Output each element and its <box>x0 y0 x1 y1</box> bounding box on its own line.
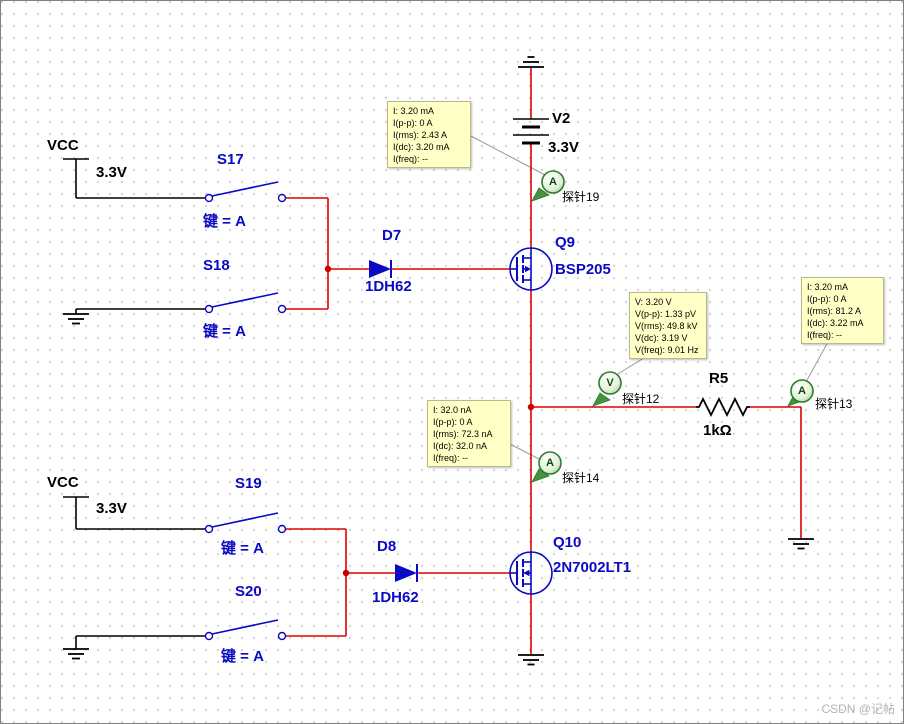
ground-symbol-top[interactable] <box>518 56 544 68</box>
probe13-letter: A <box>798 385 806 397</box>
s20-key-label: 键 = A <box>221 648 264 665</box>
measurement-line: V(dc): 3.19 V <box>635 333 688 343</box>
probe13-label: 探针13 <box>815 397 853 411</box>
q9-part-label: BSP205 <box>555 261 611 278</box>
switch-s18[interactable] <box>204 292 287 314</box>
vcc2-value: 3.3V <box>96 500 127 517</box>
watermark: CSDN @记帖 <box>821 702 895 716</box>
vcc2-label: VCC <box>47 474 79 491</box>
d8-part-label: 1DH62 <box>372 589 419 606</box>
q10-part-label: 2N7002LT1 <box>553 559 632 576</box>
s17-label: S17 <box>217 151 244 168</box>
probe14-label: 探针14 <box>562 471 600 485</box>
s17-key-label: 键 = A <box>203 213 246 230</box>
probe-12[interactable] <box>592 371 622 407</box>
measurement-line: I(p-p): 0 A <box>433 417 473 427</box>
measurement-line: I(p-p): 0 A <box>807 294 847 304</box>
junction-dots <box>324 265 535 577</box>
measurement-line: I: 3.20 mA <box>393 106 435 116</box>
diode-d8[interactable] <box>395 564 418 582</box>
measurement-line: V: 3.20 V <box>635 297 672 307</box>
switch-s20[interactable] <box>204 619 287 641</box>
vcc1-label: VCC <box>47 137 79 154</box>
measurement-line: I: 3.20 mA <box>807 282 849 292</box>
battery-v2[interactable] <box>513 118 549 145</box>
measurement-line: I(freq): -- <box>807 330 842 340</box>
resistor-r5[interactable] <box>696 396 750 418</box>
r5-label: R5 <box>709 370 729 387</box>
ground-symbol-left-lower[interactable] <box>63 648 89 660</box>
s18-label: S18 <box>203 257 230 274</box>
s19-key-label: 键 = A <box>221 540 264 557</box>
s20-label: S20 <box>235 583 262 600</box>
probe-13[interactable] <box>787 379 814 407</box>
d8-label: D8 <box>377 538 397 555</box>
mosfet-q10[interactable] <box>509 551 553 595</box>
probe14-letter: A <box>546 457 554 469</box>
d7-label: D7 <box>382 227 402 244</box>
q9-label: Q9 <box>555 234 576 251</box>
v2-label: V2 <box>552 110 571 127</box>
probe19-label: 探针19 <box>562 190 600 204</box>
vcc1-value: 3.3V <box>96 164 127 181</box>
measurement-line: I(rms): 81.2 A <box>807 306 862 316</box>
red-wires[interactable] <box>285 67 802 655</box>
diode-d7[interactable] <box>369 260 392 278</box>
v2-value: 3.3V <box>548 139 579 156</box>
measurement-line: I(p-p): 0 A <box>393 118 433 128</box>
switch-s19[interactable] <box>204 512 287 534</box>
tooltip-probe13: I: 3.20 mA I(p-p): 0 A I(rms): 81.2 A I(… <box>801 277 884 344</box>
measurement-line: I(dc): 3.20 mA <box>393 142 450 152</box>
s18-key-label: 键 = A <box>203 323 246 340</box>
probe-14[interactable] <box>531 451 562 483</box>
s19-label: S19 <box>235 475 262 492</box>
mosfet-q9[interactable] <box>509 247 553 291</box>
black-wires[interactable] <box>63 158 205 649</box>
d7-part-label: 1DH62 <box>365 278 412 295</box>
ground-symbol-left-upper[interactable] <box>63 313 89 325</box>
tooltip-probe12: V: 3.20 V V(p-p): 1.33 pV V(rms): 49.8 k… <box>629 292 707 359</box>
measurement-line: I(dc): 3.22 mA <box>807 318 864 328</box>
measurement-line: V(p-p): 1.33 pV <box>635 309 697 319</box>
r5-value: 1kΩ <box>703 422 732 439</box>
switch-s17[interactable] <box>204 181 287 203</box>
measurement-line: I(freq): -- <box>393 154 428 164</box>
tooltip-probe19: I: 3.20 mA I(p-p): 0 A I(rms): 2.43 A I(… <box>387 101 471 168</box>
probe19-letter: A <box>549 176 557 188</box>
probe12-label: 探针12 <box>622 392 660 406</box>
measurement-line: V(freq): 9.01 Hz <box>635 345 699 355</box>
probe12-letter: V <box>606 377 614 389</box>
ground-symbol-right[interactable] <box>788 538 814 550</box>
measurement-line: I(dc): 32.0 nA <box>433 441 488 451</box>
measurement-line: I(rms): 2.43 A <box>393 130 448 140</box>
measurement-line: V(rms): 49.8 kV <box>635 321 698 331</box>
measurement-line: I(freq): -- <box>433 453 468 463</box>
tooltip-probe14: I: 32.0 nA I(p-p): 0 A I(rms): 72.3 nA I… <box>427 400 511 467</box>
measurement-line: I: 32.0 nA <box>433 405 472 415</box>
ground-symbol-bottom-center[interactable] <box>518 654 544 666</box>
probe-19[interactable] <box>531 170 565 202</box>
measurement-line: I(rms): 72.3 nA <box>433 429 493 439</box>
q10-label: Q10 <box>553 534 582 551</box>
